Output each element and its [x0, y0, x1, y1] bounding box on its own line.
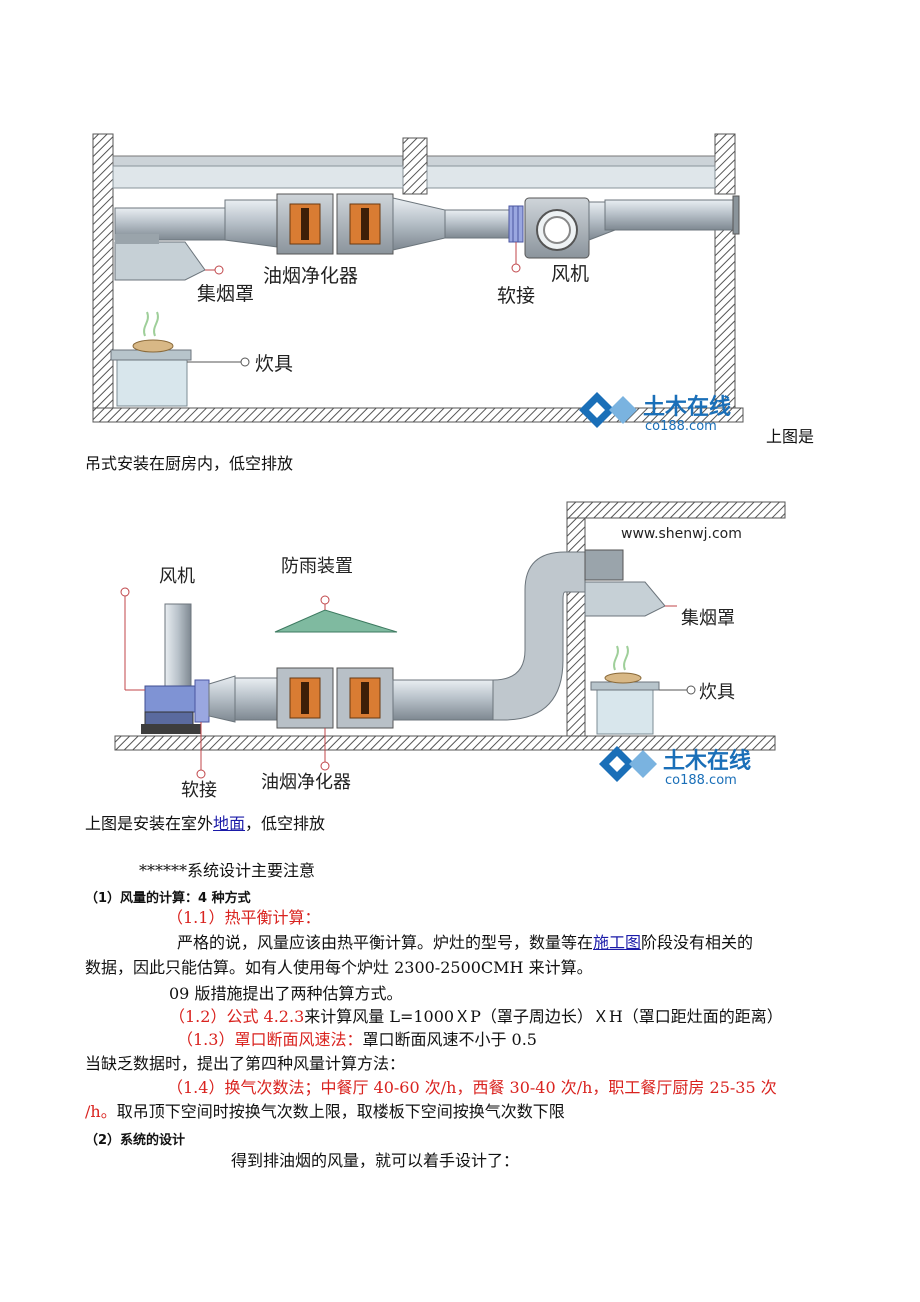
para2: 09 版措施提出了两种估算方式。 — [169, 984, 403, 1003]
heading-system-design: （2）系统的设计 — [85, 1133, 186, 1148]
exhaust-duct — [604, 199, 736, 231]
label-fan-2: 风机 — [159, 566, 195, 587]
figure-outdoor-ground-install: www.shenwj.com 风机 防雨装置 集烟罩 炊具 软接 油烟净化器 — [114, 501, 786, 801]
watermark-logo-2: 土木在线 co188.com — [599, 746, 751, 788]
suspended-ceiling — [112, 165, 404, 189]
caption2: 上图是安装在室外地面，低空排放 — [85, 813, 325, 835]
caption1-right: 上图是 — [766, 427, 815, 446]
para4: 得到排油烟的风量，就可以着手设计了： — [231, 1151, 520, 1170]
stove-2 — [596, 687, 654, 735]
left-wall — [92, 133, 114, 421]
ceiling-beam — [402, 137, 428, 195]
elbow-duct — [492, 551, 586, 721]
watermark-site-2: co188.com — [665, 773, 737, 788]
label-stove-2: 炊具 — [699, 682, 735, 703]
sub-formula: （1.2）公式 4.2.3来计算风量 L=1000ＸP（罩子周边长）ＸH（罩口距… — [169, 1007, 783, 1026]
label-fan: 风机 — [551, 263, 589, 285]
label-purifier-2: 油烟净化器 — [261, 772, 351, 793]
building-roof — [566, 501, 786, 519]
site-url: www.shenwj.com — [621, 526, 742, 542]
para3: 当缺乏数据时，提出了第四种风量计算方法： — [85, 1054, 406, 1073]
link-construction-drawing[interactable]: 施工图 — [593, 933, 642, 952]
right-wall — [714, 133, 736, 195]
hood-2 — [584, 581, 666, 617]
building-wall — [566, 501, 586, 739]
right-wall-lower — [714, 229, 736, 421]
ground — [114, 735, 776, 751]
para1-line1: 严格的说，风量应该由热平衡计算。炉灶的型号，数量等在施工图阶段没有相关的 — [177, 933, 754, 952]
hood — [114, 241, 206, 281]
heading-airflow: （1）风量的计算：4 种方式 — [85, 891, 251, 906]
sub-face-velocity: （1.3）罩口断面风速法：罩口断面风速不小于 0.5 — [177, 1030, 537, 1049]
label-hood: 集烟罩 — [197, 283, 254, 305]
caption2-suffix: ，低空排放 — [245, 814, 326, 833]
sub-heat-balance: （1.1）热平衡计算： — [167, 908, 321, 927]
watermark-logo: 土木在线 co188.com — [579, 392, 731, 434]
caption2-prefix: 上图是安装在室外 — [85, 814, 214, 833]
flex-joint — [508, 205, 524, 243]
stove — [116, 357, 188, 407]
watermark-site: co188.com — [645, 419, 717, 434]
sub-air-change-line2: /h。取吊顶下空间时按换气次数上限，取楼板下空间按换气次数下限 — [85, 1102, 565, 1121]
label-flex-2: 软接 — [181, 780, 217, 801]
flex-joint-2 — [194, 679, 210, 723]
caption1-line2: 吊式安装在厨房内，低空排放 — [85, 454, 294, 473]
watermark-brand: 土木在线 — [643, 394, 731, 420]
label-hood-2: 集烟罩 — [681, 608, 735, 629]
suspended-ceiling-right — [426, 165, 716, 189]
rain-cap — [274, 609, 398, 633]
label-stove: 炊具 — [255, 353, 293, 375]
label-rain: 防雨装置 — [281, 556, 353, 577]
section-title: ******系统设计主要注意 — [139, 861, 316, 880]
link-ground[interactable]: 地面 — [213, 814, 246, 833]
duct-middle — [444, 209, 510, 239]
label-purifier: 油烟净化器 — [263, 265, 358, 287]
watermark-brand-2: 土木在线 — [663, 748, 751, 774]
figure-kitchen-ceiling-install: 油烟净化器 集烟罩 软接 风机 炊具 土木在线 co188.com — [92, 133, 744, 434]
label-flex: 软接 — [497, 285, 535, 307]
duct-transition — [224, 199, 286, 249]
sub-air-change: （1.4）换气次数法；中餐厅 40-60 次/h，西餐 30-40 次/h，职工… — [167, 1078, 777, 1097]
para1-line2: 数据，因此只能估算。如有人使用每个炉灶 2300-2500CMH 来计算。 — [85, 958, 593, 977]
